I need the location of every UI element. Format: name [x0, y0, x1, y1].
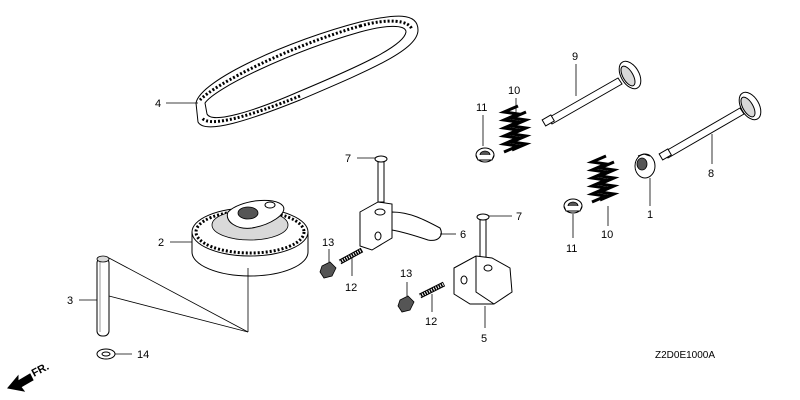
callout-10b: 10	[601, 229, 613, 241]
diagram-code: Z2D0E1000A	[655, 350, 715, 361]
valve-spring-lower	[586, 154, 620, 204]
washer	[96, 348, 116, 360]
callout-7a: 7	[345, 153, 351, 165]
adjusting-screw-upper	[319, 247, 364, 279]
callout-4: 4	[155, 98, 161, 110]
valve-upper	[541, 60, 642, 127]
callout-7b: 7	[516, 211, 522, 223]
callout-8: 8	[708, 168, 714, 180]
camshaft-pin	[96, 255, 110, 337]
callout-12b: 12	[425, 316, 437, 328]
callout-11a: 11	[476, 102, 487, 114]
callout-6: 6	[460, 229, 466, 241]
callout-13b: 13	[400, 268, 412, 280]
timing-belt	[195, 15, 419, 128]
rocker-arm-lower	[453, 213, 513, 305]
rocker-arm	[359, 155, 442, 251]
valve-spring-upper	[498, 104, 532, 154]
callout-2: 2	[158, 237, 164, 249]
callout-10a: 10	[508, 85, 520, 97]
callout-9: 9	[572, 51, 578, 63]
front-direction-marker: FR.	[7, 361, 51, 392]
valve-rotator	[634, 153, 656, 179]
callout-1: 1	[647, 209, 653, 221]
callout-5: 5	[481, 333, 487, 345]
valve-lower	[658, 91, 762, 161]
retainer-lower	[563, 198, 583, 214]
retainer-upper	[475, 147, 495, 163]
adjusting-screw-lower	[397, 281, 446, 313]
callout-12a: 12	[345, 282, 357, 294]
assembly-lines	[108, 257, 249, 333]
callout-3: 3	[67, 295, 73, 307]
callout-14: 14	[137, 349, 149, 361]
camshaft-pulley	[191, 199, 309, 277]
callout-13a: 13	[322, 237, 334, 249]
front-marker-label: FR.	[30, 361, 51, 380]
callout-11b: 11	[566, 243, 577, 255]
